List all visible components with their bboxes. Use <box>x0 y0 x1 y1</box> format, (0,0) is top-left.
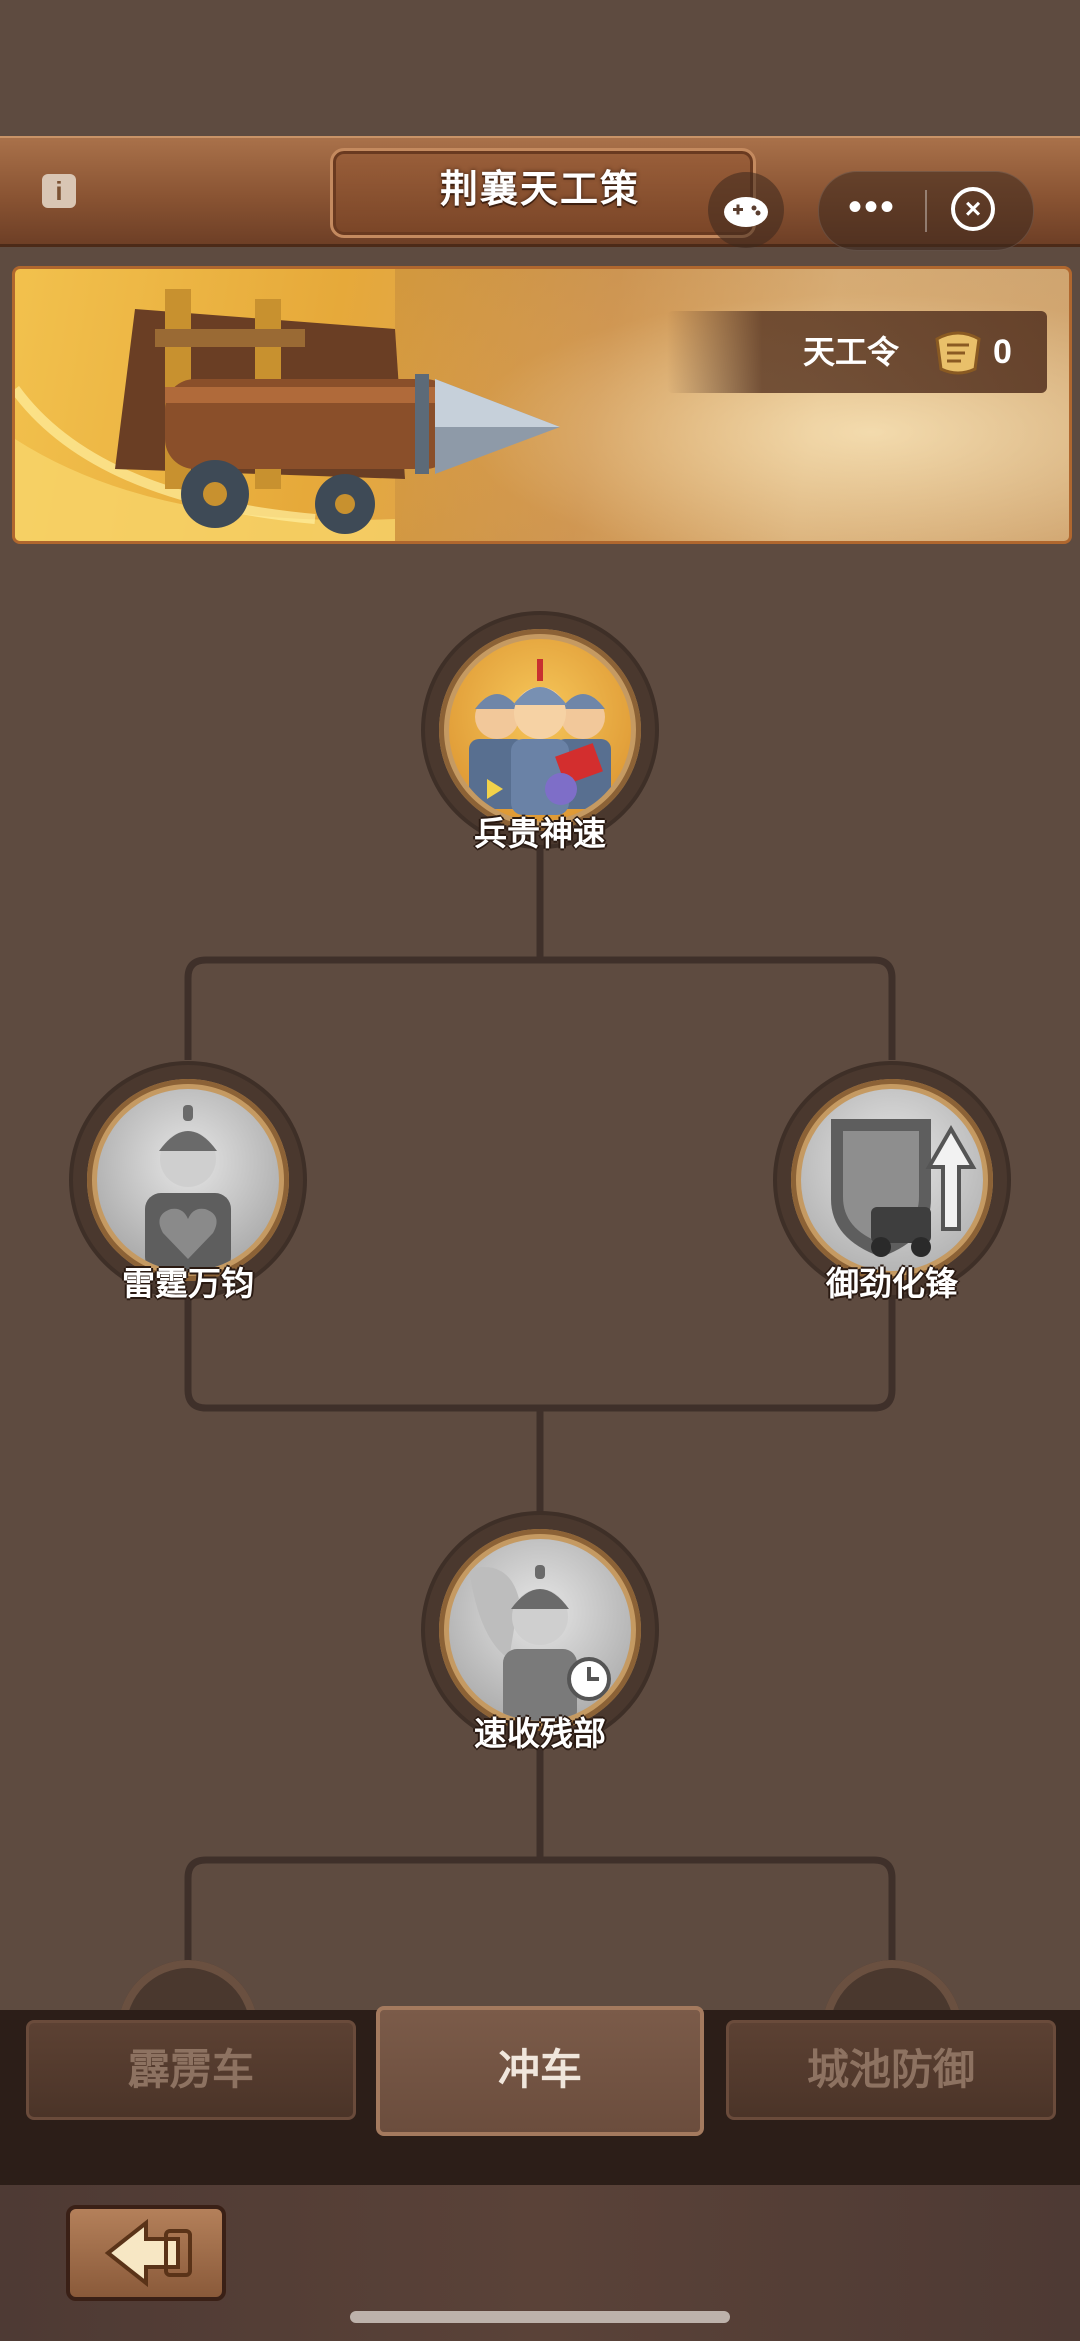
info-icon[interactable]: i <box>42 174 76 208</box>
category-tab-bar: 霹雳车 冲车 城池防御 <box>0 2006 1080 2185</box>
skill-tree-connectors <box>184 840 896 1980</box>
skill-node-leitingwanjun[interactable]: 雷霆万钧 <box>73 1065 303 1302</box>
token-panel: 天工令 0 <box>667 311 1047 393</box>
skill-node-label: 雷霆万钧 <box>122 1265 254 1302</box>
gamepad-button[interactable] <box>708 172 784 248</box>
token-count: 0 <box>993 333 1012 371</box>
tab-chongche[interactable]: 冲车 <box>376 2006 704 2136</box>
home-indicator[interactable] <box>350 2311 730 2323</box>
skill-node-bingguishensu[interactable]: 兵贵神速 <box>425 615 655 852</box>
skill-node-label: 兵贵神速 <box>474 815 606 852</box>
mini-program-capsule: ••• × <box>818 171 1034 251</box>
tab-chengchi-fangyu[interactable]: 城池防御 <box>726 2020 1056 2120</box>
title-plate <box>330 148 756 238</box>
back-arrow-icon <box>104 2218 192 2288</box>
skill-node-label: 御劲化锋 <box>826 1265 958 1302</box>
battering-ram-illustration <box>15 289 560 541</box>
skill-node-label: 速收残部 <box>474 1715 606 1752</box>
page-title: 荆襄天工策 <box>439 169 640 211</box>
more-dots-icon[interactable]: ••• <box>847 185 896 229</box>
skill-node-partial-left <box>118 1960 258 2010</box>
title-bar: i 荆襄天工策 ••• × <box>0 136 1080 251</box>
scroll-token-icon <box>935 331 981 375</box>
soldiers-portrait-icon <box>449 639 631 821</box>
battering-ram-banner: 天工令 0 <box>12 266 1072 544</box>
shield-upgrade-portrait-icon <box>801 1089 983 1271</box>
tab-pilichai[interactable]: 霹雳车 <box>26 2020 356 2120</box>
retreat-soldier-portrait-icon <box>449 1539 631 1721</box>
bottom-bar <box>0 2185 1080 2341</box>
heart-soldier-portrait-icon <box>97 1089 279 1271</box>
close-circle-icon[interactable]: × <box>951 187 995 231</box>
back-button[interactable] <box>66 2205 226 2301</box>
token-label: 天工令 <box>803 334 900 370</box>
skill-node-sushoucanbu[interactable]: 速收残部 <box>425 1515 655 1752</box>
capsule-divider <box>925 190 927 232</box>
gamepad-icon <box>724 197 768 227</box>
skill-node-partial-right <box>822 1960 962 2010</box>
skill-node-yujinhuafeng[interactable]: 御劲化锋 <box>777 1065 1007 1302</box>
